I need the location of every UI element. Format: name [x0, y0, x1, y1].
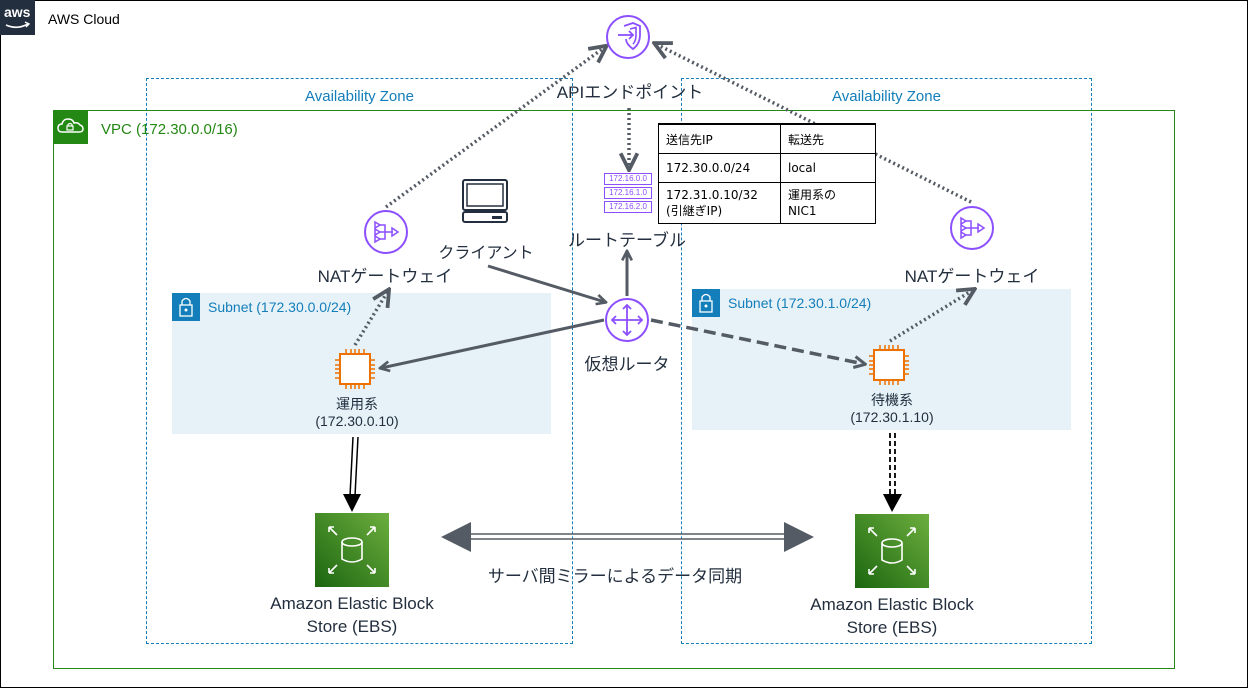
standby-to-ebs2-connector	[883, 433, 902, 512]
ebs-2-label-line1: Amazon Elastic Block	[810, 595, 974, 614]
api-endpoint-icon	[605, 14, 651, 65]
client-label: クライアント	[438, 245, 534, 262]
route-dest-cell: 172.31.0.10/32 (引継ぎIP)	[658, 182, 781, 224]
route-target-cell: local	[780, 153, 876, 183]
client-computer-icon	[461, 179, 509, 230]
standby-to-nat2-connector	[889, 290, 973, 343]
route-target-note: NIC1	[788, 204, 817, 218]
active-to-nat1-connector	[353, 291, 388, 346]
subnet-2-lock-icon	[692, 289, 720, 317]
route-table-icon-row: 172.16.2.0	[604, 201, 652, 213]
route-table: 送信先IP 転送先 172.30.0.0/24 local 172.31.0.1…	[658, 123, 876, 224]
route-table-row: 172.30.0.0/24 local	[658, 153, 876, 183]
virtual-router-icon	[604, 297, 650, 348]
mirror-sync-label: サーバ間ミラーによるデータ同期	[487, 567, 743, 586]
availability-zone-2-title: Availability Zone	[832, 88, 941, 105]
nat-gateway-1-icon	[363, 209, 409, 260]
nat-gateway-2-label: NATゲートウェイ	[904, 267, 1040, 286]
route-target: 運用系の	[788, 188, 837, 202]
active-instance-name: 運用系	[336, 396, 378, 412]
route-table-header-dest: 送信先IP	[658, 123, 781, 154]
availability-zone-1-title: Availability Zone	[305, 88, 414, 105]
route-table-row: 172.31.0.10/32 (引継ぎIP) 運用系の NIC1	[658, 182, 876, 224]
route-target-cell: 運用系の NIC1	[780, 182, 876, 224]
router-to-standby-connector	[650, 318, 864, 364]
api-endpoint-label: APIエンドポイント	[556, 83, 704, 102]
ebs-1-label-line2: Store (EBS)	[306, 617, 398, 636]
subnet-1-title: Subnet (172.30.0.0/24)	[208, 299, 352, 315]
ebs-2-icon	[855, 514, 929, 588]
ebs-2-label-line2: Store (EBS)	[846, 618, 938, 637]
route-table-icon-row: 172.16.0.0	[604, 173, 652, 185]
virtual-router-label: 仮想ルータ	[584, 355, 670, 374]
route-table-icon: 172.16.0.0 172.16.1.0 172.16.2.0	[604, 173, 652, 213]
aws-logo-text: aws	[4, 4, 31, 20]
aws-logo-icon: aws	[0, 0, 35, 35]
mirror-sync-arrow	[441, 522, 814, 552]
route-table-header-target: 転送先	[780, 123, 876, 154]
route-table-icon-row: 172.16.1.0	[604, 187, 652, 199]
route-dest-note: (引継ぎIP)	[666, 204, 723, 218]
nat1-to-api-connector	[384, 47, 605, 209]
client-to-router-connector	[487, 264, 605, 302]
vpc-title: VPC (172.30.0.0/16)	[101, 121, 238, 138]
availability-zone-1: Availability Zone	[146, 78, 573, 644]
active-instance-ip: (172.30.0.10)	[315, 413, 399, 429]
subnet-2-title: Subnet (172.30.1.0/24)	[728, 295, 872, 311]
active-to-ebs1-connector	[343, 436, 361, 512]
route-table-header-row: 送信先IP 転送先	[658, 123, 876, 154]
standby-instance-ip: (172.30.1.10)	[850, 409, 934, 425]
ec2-instance-standby-icon	[867, 343, 911, 392]
aws-cloud-title: AWS Cloud	[48, 11, 120, 27]
ec2-instance-active-icon	[333, 347, 377, 396]
route-dest-cell: 172.30.0.0/24	[658, 153, 781, 183]
route-dest: 172.31.0.10/32	[666, 188, 758, 202]
subnet-1-lock-icon	[172, 293, 200, 321]
route-target: local	[788, 161, 816, 175]
nat-gateway-1-label: NATゲートウェイ	[317, 267, 453, 286]
route-dest: 172.30.0.0/24	[666, 161, 751, 175]
route-table-label: ルートテーブル	[568, 231, 686, 250]
ebs-1-label-line1: Amazon Elastic Block	[270, 594, 434, 613]
ebs-1-icon	[315, 513, 389, 587]
standby-instance-name: 待機系	[871, 392, 913, 408]
vpc-cloud-lock-icon	[53, 110, 88, 144]
nat-gateway-2-icon	[949, 205, 995, 256]
vpc-container	[53, 110, 1175, 669]
router-to-active-connector	[381, 318, 605, 368]
availability-zone-2: Availability Zone	[681, 78, 1092, 644]
